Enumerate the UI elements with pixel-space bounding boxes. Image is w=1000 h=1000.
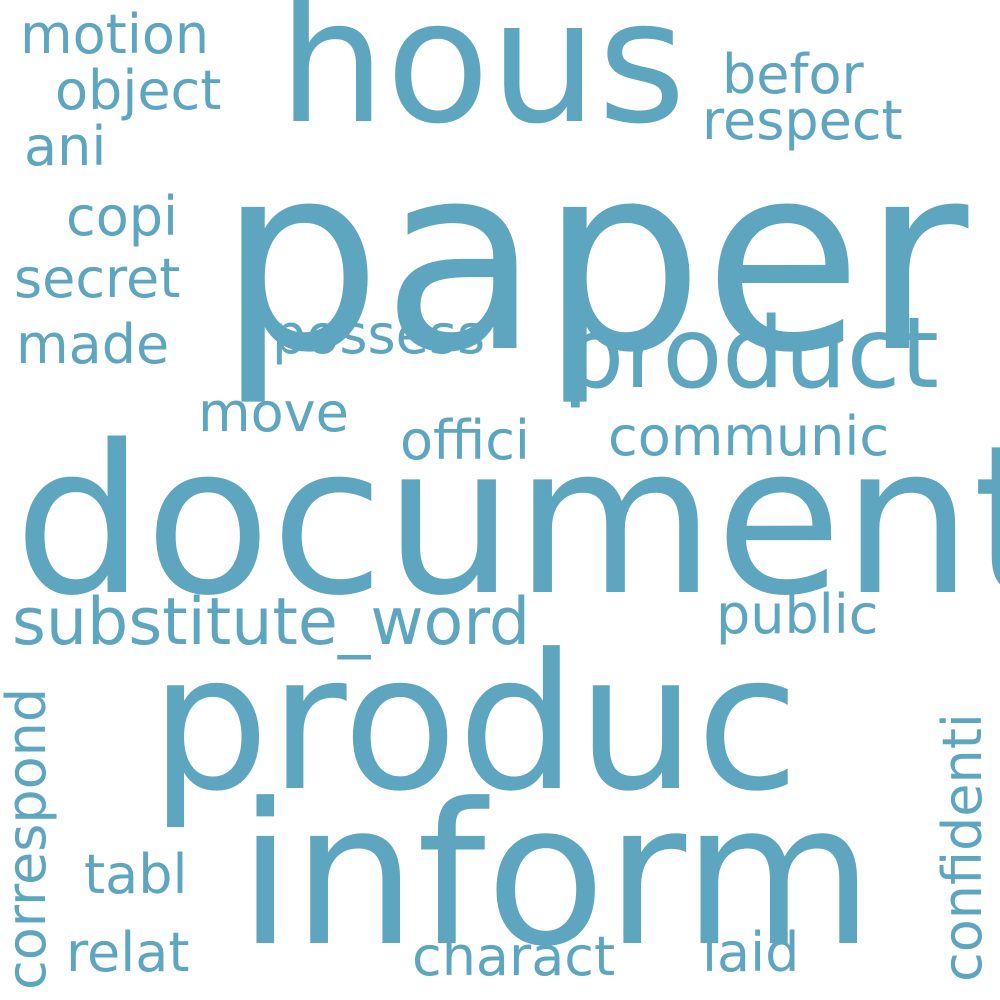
word-substitute-word: substitute_word <box>12 585 531 660</box>
word-inform: inform <box>238 762 874 990</box>
word-offici: offici <box>400 409 530 472</box>
word-motion: motion <box>20 3 210 66</box>
word-correspond: correspond <box>0 687 58 990</box>
word-document: document <box>14 401 1000 641</box>
word-possess: possess <box>272 303 486 366</box>
word-charact: charact <box>412 925 616 988</box>
word-respect: respect <box>702 89 903 152</box>
word-copi: copi <box>66 185 179 248</box>
word-confidenti: confidenti <box>931 713 994 982</box>
word-tabl: tabl <box>84 843 188 906</box>
word-ani: ani <box>24 115 107 178</box>
word-relat: relat <box>66 921 190 984</box>
word-product: product <box>562 297 939 411</box>
word-secret: secret <box>14 247 181 310</box>
word-communic: communic <box>608 405 890 468</box>
word-produc: produc <box>150 614 800 833</box>
word-hous: hous <box>278 0 687 162</box>
word-public: public <box>716 583 879 646</box>
word-move: move <box>198 381 349 444</box>
word-laid: laid <box>702 921 800 984</box>
word-made: made <box>16 313 170 376</box>
word-paper: paper <box>218 109 969 409</box>
word-object: object <box>55 59 222 122</box>
word-befor: befor <box>722 43 864 106</box>
